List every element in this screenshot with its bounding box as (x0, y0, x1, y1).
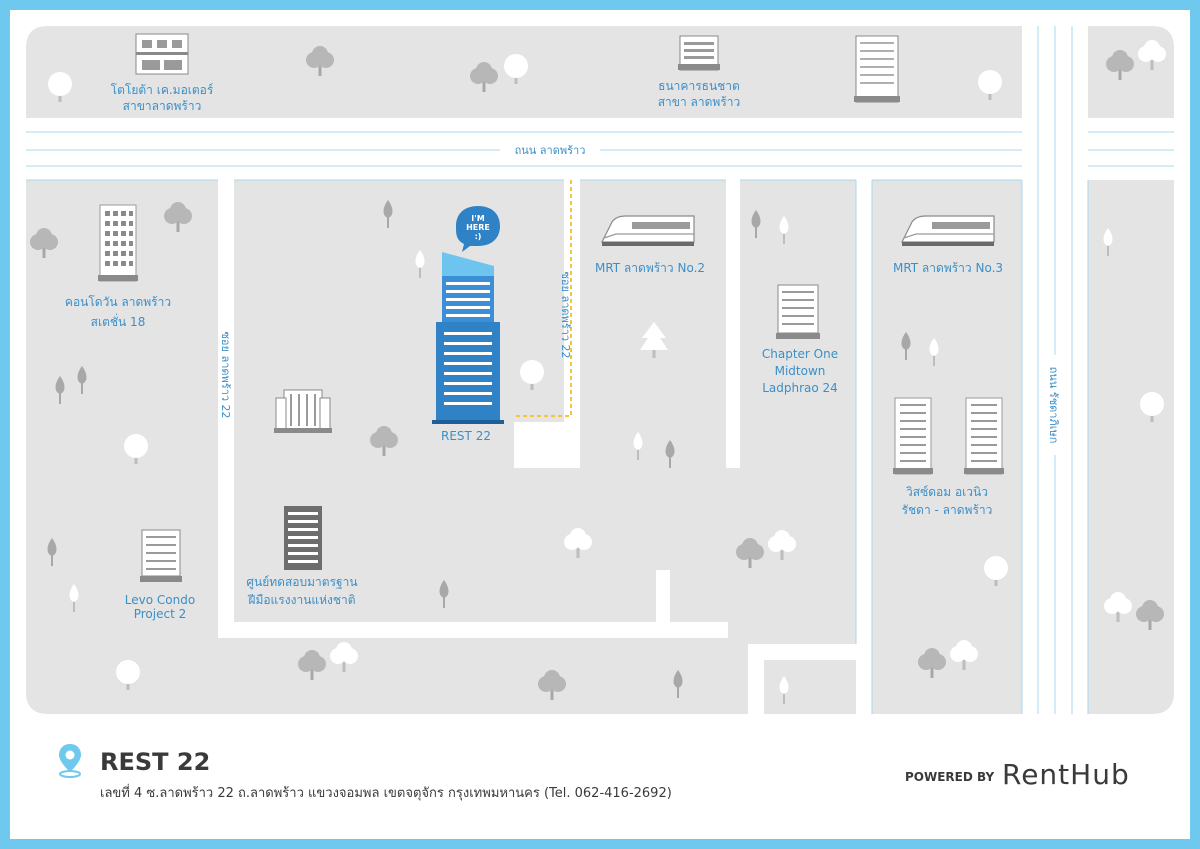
road-lines (26, 26, 1174, 714)
small-office-building-icon (274, 389, 332, 433)
levo-label-1: Levo Condo (125, 593, 195, 607)
pine-tree-icon (640, 322, 668, 358)
condo-one-building-icon (97, 204, 139, 282)
mrt2-label: MRT ลาดพร้าว No.2 (595, 261, 705, 275)
train-icon (901, 215, 995, 247)
chapter-one-building-icon (776, 284, 820, 339)
bank-label-2: สาขา ลาดพร้าว (658, 95, 741, 109)
chapter-one-label-3: Ladphrao 24 (762, 381, 838, 395)
powered-by-label: POWERED BY (905, 770, 995, 784)
footer-address: เลขที่ 4 ซ.ลาดพร้าว 22 ถ.ลาดพร้าว แขวงจอ… (100, 786, 672, 801)
skill-center-building-icon (284, 506, 322, 570)
soi-right-label: ซอย ลาดพร้าว 22 (559, 271, 572, 358)
main-road-label: ถนน ลาดพร้าว (515, 144, 586, 157)
wish-label-1: วิสซ์ดอม อเวนิว (906, 485, 988, 499)
rest22-map-label: REST 22 (441, 429, 491, 443)
rest22-building-icon (432, 252, 504, 424)
toyota-label-2: สาขาลาดพร้าว (123, 99, 202, 113)
levo-label-2: Project 2 (134, 607, 187, 621)
city-blocks (26, 26, 1174, 714)
wish-label-2: รัชดา - ลาดพร้าว (902, 503, 993, 517)
levo-building-icon (140, 529, 182, 582)
ratchada-road-label: ถนน รัชดาภิเษก (1047, 367, 1060, 444)
toyota-label-1: โตโยต้า เค.มอเตอร์ (111, 83, 214, 97)
footer-title: REST 22 (100, 748, 211, 776)
marker-line1: I'M (471, 214, 484, 223)
bank-building-icon (678, 35, 720, 71)
chapter-one-label-2: Midtown (775, 364, 826, 378)
mrt3-label: MRT ลาดพร้าว No.3 (893, 261, 1003, 275)
wish-building-icon (892, 397, 934, 475)
marker-line3: :) (475, 232, 482, 241)
train-icon (601, 215, 695, 247)
wish-building-icon (963, 397, 1005, 475)
location-pin-icon (59, 744, 81, 778)
soi-left-label: ซอย ลาดพร้าว 22 (219, 331, 232, 418)
marker-line2: HERE (466, 223, 490, 232)
tower-building-icon (854, 35, 900, 103)
skill-center-label-1: ศูนย์ทดสอบมาตรฐาน (246, 575, 357, 590)
chapter-one-label-1: Chapter One (762, 347, 838, 361)
bank-label-1: ธนาคารธนชาต (658, 79, 740, 93)
condo-one-label-2: สเตชั่น 18 (91, 313, 146, 329)
condo-one-label-1: คอนโดวัน ลาดพร้าว (65, 295, 171, 309)
white-roads (218, 180, 856, 714)
skill-center-label-2: ฝีมือแรงงานแห่งชาติ (247, 593, 355, 607)
toyota-building-icon (135, 33, 189, 75)
renthub-brand: RentHub (1002, 758, 1130, 791)
route-dashed-line (514, 180, 572, 417)
place-labels: โตโยต้า เค.มอเตอร์ สาขาลาดพร้าว ธนาคารธน… (65, 79, 1003, 621)
im-here-marker: I'M HERE :) (456, 206, 500, 252)
